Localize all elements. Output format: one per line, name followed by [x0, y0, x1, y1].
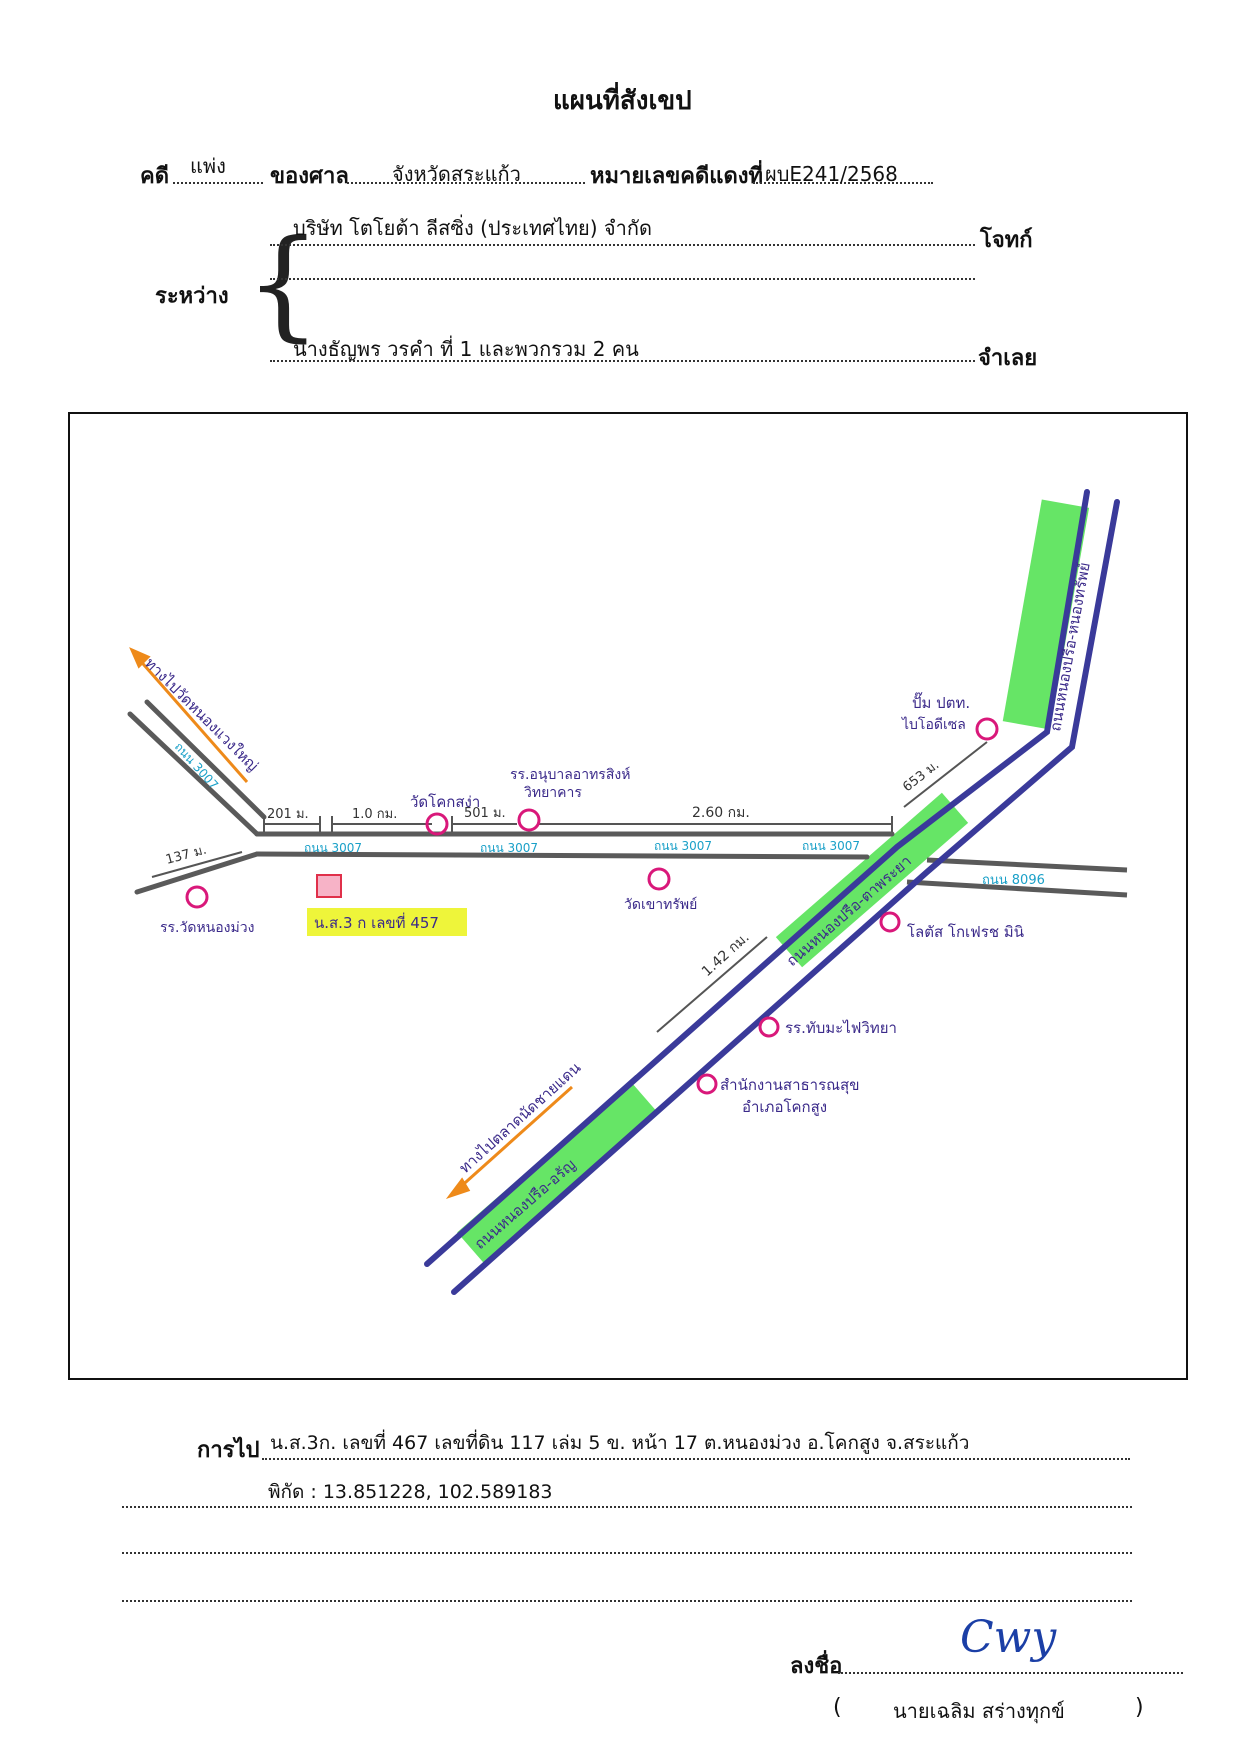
signer-name: นายเฉลิม สร่างทุกข์ [893, 1699, 1065, 1723]
case-value: แพ่ง [190, 154, 226, 178]
arrow-icons [129, 647, 574, 1199]
case-value-line [173, 158, 263, 184]
map-frame: ทางไปวัดหนองแวงใหญ่ ถนน 3007 201 ม. 1.0 … [68, 412, 1188, 1380]
highlight-north [1002, 499, 1090, 730]
red-case-no-label: หมายเลขคดีแดงที่ [590, 164, 764, 189]
label-road-3007-e: ถนน 3007 [802, 839, 860, 853]
label-lotus: โลตัส โกเฟรช มินิ [907, 923, 1024, 941]
label-road-3007-b: ถนน 3007 [304, 841, 362, 855]
label-2-60: 2.60 กม. [692, 805, 750, 821]
defendant-label: จำเลย [978, 346, 1038, 371]
blank-line [270, 258, 975, 280]
case-label: คดี [140, 164, 170, 189]
label-school-nong-muang: รร.วัดหนองม่วง [160, 920, 254, 936]
sketch-map: ทางไปวัดหนองแวงใหญ่ ถนน 3007 201 ม. 1.0 … [127, 489, 1128, 1295]
between-label: ระหว่าง [155, 284, 229, 309]
label-201: 201 ม. [267, 807, 309, 822]
road-8096 [906, 857, 1128, 898]
red-case-no-line [753, 158, 933, 184]
red-case-no-value: ผบE241/2568 [765, 162, 898, 186]
label-school-anubal-2: วิทยาคาร [524, 785, 583, 801]
label-school-anubal: รร.อนุบาลอาทรสิงห์ [510, 766, 630, 783]
defendant-value: นางธัญพร วรคำ ที่ 1 และพวกรวม 2 คน [293, 337, 639, 361]
plaintiff-line [270, 218, 975, 246]
directions-label: การไป [197, 1438, 260, 1463]
label-road-3007-d: ถนน 3007 [654, 839, 712, 853]
coords-line [122, 1482, 1132, 1508]
blank-line-2 [122, 1580, 1132, 1602]
signer-open-paren: ( [833, 1695, 842, 1720]
directions-value: น.ส.3ก. เลขที่ 467 เลขที่ดิน 117 เล่ม 5 … [270, 1432, 970, 1454]
label-653: 653 ม. [900, 758, 942, 795]
label-501: 501 ม. [464, 806, 506, 821]
highway [424, 489, 1120, 1295]
sign-line [838, 1648, 1183, 1674]
property-label-highlight [307, 908, 467, 936]
property-marker-icon [316, 874, 342, 898]
label-hwy-mid: ถนนหนองปรือ-ตาพระยา [783, 852, 915, 970]
court-value-line [347, 158, 585, 184]
signer-close-paren: ) [1135, 1695, 1144, 1720]
label-road-3007-c: ถนน 3007 [480, 841, 538, 855]
highlight-south [457, 1081, 657, 1263]
place-markers [185, 717, 999, 1095]
highlight-mid [775, 792, 969, 968]
court-label: ของศาล [270, 164, 349, 189]
page-title: แผนที่สังเขป [553, 86, 692, 116]
label-office-2: อำเภอโคกสูง [742, 1098, 827, 1116]
directions-line [262, 1434, 1130, 1460]
label-hwy-south: ถนนหนองปรือ-อรัญ [471, 1156, 579, 1254]
label-ptt-2: ไบโอดีเซล [901, 716, 966, 733]
label-road-8096: ถนน 8096 [982, 873, 1045, 888]
signature: Cwy [960, 1612, 1057, 1663]
label-office: สำนักงานสาธารณสุข [720, 1076, 859, 1095]
defendant-line [270, 338, 975, 362]
coords-value: พิกัด : 13.851228, 102.589183 [268, 1481, 553, 1503]
label-wat-khao-sap: วัดเขาทรัพย์ [624, 896, 697, 913]
plaintiff-value: บริษัท โตโยต้า ลีสซิ่ง (ประเทศไทย) จำกัด [293, 216, 652, 240]
plaintiff-label: โจทก์ [980, 228, 1033, 253]
sign-label: ลงชื่อ [790, 1654, 843, 1679]
label-school-thai: รร.ทับมะไฟวิทยา [785, 1019, 897, 1037]
court-value: จังหวัดสระแก้ว [392, 162, 521, 186]
label-1-0: 1.0 กม. [352, 807, 397, 822]
road-3007 [127, 699, 895, 895]
blank-line-1 [122, 1532, 1132, 1554]
label-wat-khok: วัดโคกสง่า [410, 793, 480, 811]
label-property: น.ส.3 ก เลขที่ 457 [314, 912, 439, 932]
label-ptt: ปั๊ม ปตท. [912, 692, 970, 712]
dimension-lines [151, 741, 988, 1033]
